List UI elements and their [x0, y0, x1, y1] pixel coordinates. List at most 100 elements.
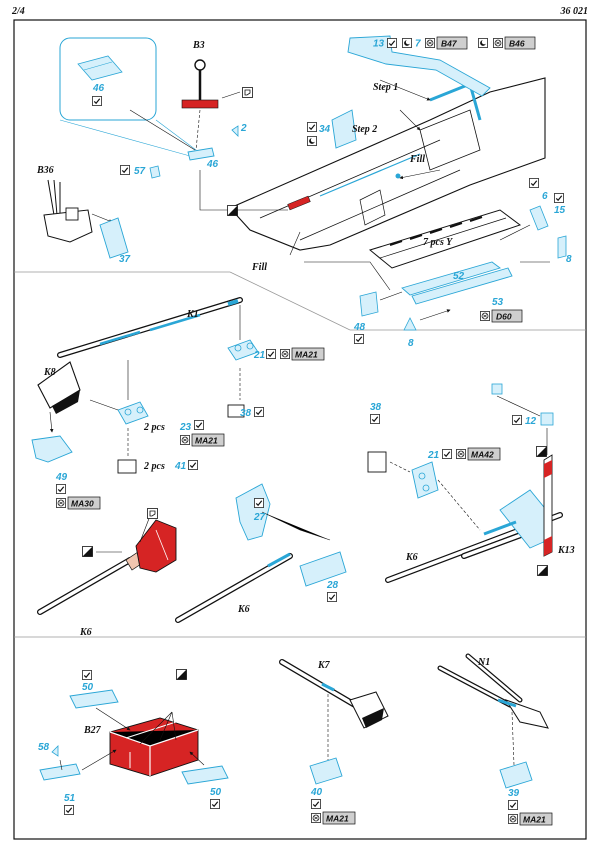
- pe-num-38a: 38: [240, 408, 252, 419]
- pe-num-49: 49: [55, 472, 68, 483]
- b27-box: [109, 717, 199, 777]
- check-bend-icon: [529, 178, 539, 188]
- half-moon-icon: [478, 38, 488, 48]
- pe-num-41: 41: [174, 461, 187, 472]
- k7-shovel: [279, 659, 389, 785]
- pe-part-39-shape: [499, 761, 533, 789]
- kit-part-b36: B36: [36, 165, 54, 176]
- kit-part-k7: K7: [317, 660, 331, 671]
- pe-part-37-shape: [99, 217, 129, 259]
- paint-symbol-icon: [147, 508, 158, 519]
- k13-pickaxe: [385, 454, 563, 583]
- pe-part-58-shape: [51, 745, 59, 757]
- k6-middle-shovel: [175, 483, 347, 623]
- pe-part-8a-shape: [557, 235, 567, 259]
- check-bend-icon: [188, 460, 198, 470]
- pe-num-27: 27: [253, 512, 266, 523]
- clamp-21-upper: [227, 339, 259, 361]
- pe-num-46b: 46: [206, 159, 219, 170]
- set-number: 36 021: [560, 6, 589, 17]
- remove-part-icon: [82, 546, 93, 557]
- pe-num-8a: 8: [566, 254, 572, 265]
- pe-part-12-shape: [540, 412, 554, 426]
- pe-num-50b: 50: [210, 787, 222, 798]
- b36-part: [43, 179, 129, 259]
- remove-part-icon: [227, 205, 238, 216]
- half-moon-icon: [402, 38, 412, 48]
- check-bend-icon: [82, 670, 92, 680]
- check-bend-icon: [254, 407, 264, 417]
- pe-num-50a: 50: [82, 682, 94, 693]
- check-bend-icon: [266, 349, 276, 359]
- check-bend-icon: [387, 38, 397, 48]
- remove-part-icon: [536, 446, 547, 457]
- pe-num-21b: 21: [427, 450, 440, 461]
- pe-num-7: 7: [415, 39, 421, 50]
- page-number: 2/4: [12, 6, 25, 17]
- check-bend-icon: [512, 415, 522, 425]
- pe-num-39: 39: [508, 788, 520, 799]
- paint-code-icon: [456, 449, 466, 459]
- block-38-lower: [367, 451, 387, 473]
- kit-part-k6b: K6: [237, 604, 250, 615]
- n1-bolt-cutters: [437, 653, 549, 789]
- pe-part-46-shape: [187, 147, 215, 161]
- paint-code-icon: [480, 311, 490, 321]
- paint-code-icon: [311, 813, 321, 823]
- pe-num-12: 12: [525, 416, 537, 427]
- text-labels: Step 1 Step 2 Fill Fill 7 pcs Y 2 pcs 2 …: [36, 39, 575, 805]
- check-bend-icon: [554, 193, 564, 203]
- paint-code-icon: [425, 38, 435, 48]
- pe-part-12-detail: [491, 383, 503, 395]
- fill-label-b: Fill: [251, 262, 267, 273]
- kit-part-k6a: K6: [79, 627, 92, 638]
- paint-code-icon: [280, 349, 290, 359]
- pe-part-49-shape: [31, 435, 73, 463]
- pe-part-50b-shape: [181, 765, 229, 785]
- check-bend-icon: [327, 592, 337, 602]
- pe-num-15: 15: [554, 205, 566, 216]
- pe-num-13: 13: [373, 39, 385, 50]
- clamp-23: [117, 401, 149, 425]
- block-41: [117, 459, 137, 474]
- check-bend-icon: [354, 334, 364, 344]
- remove-part-icon: [537, 565, 548, 576]
- pe-num-34: 34: [319, 124, 331, 135]
- pe-num-37: 37: [119, 254, 131, 265]
- check-bend-icon: [56, 484, 66, 494]
- b3-assembly: [181, 59, 241, 151]
- check-bend-icon: [92, 96, 102, 106]
- check-bend-icon: [508, 800, 518, 810]
- pe-num-21a: 21: [253, 350, 266, 361]
- top-leader-lines: [129, 79, 550, 321]
- kit-part-k8: K8: [43, 367, 56, 378]
- fill-label-a: Fill: [409, 154, 425, 165]
- pe-part-48-shape: [359, 291, 379, 317]
- check-bend-icon: [370, 414, 380, 424]
- pe-part-40-shape: [309, 757, 343, 785]
- pe-part-2-shape: [231, 125, 239, 137]
- block-38-upper: [227, 404, 245, 418]
- check-bend-icon: [210, 799, 220, 809]
- page-frame: [13, 19, 587, 840]
- kit-part-k6c: K6: [405, 552, 418, 563]
- kit-part-k13: K13: [557, 545, 575, 556]
- code-ma42: MA42: [471, 450, 494, 460]
- bottom-leader-lines: [59, 707, 205, 771]
- pe-num-6: 6: [542, 191, 548, 202]
- check-bend-icon: [254, 498, 264, 508]
- check-bend-icon: [120, 165, 130, 175]
- step-2-label: Step 2: [352, 124, 377, 135]
- code-b47: B47: [441, 39, 458, 49]
- step-1-label: Step 1: [373, 82, 398, 93]
- pe-num-46a: 46: [92, 83, 105, 94]
- paint-code-icon: [508, 814, 518, 824]
- kit-part-b3: B3: [192, 40, 205, 51]
- pe-part-6-shape: [529, 205, 549, 231]
- pe-num-48: 48: [353, 322, 366, 333]
- kit-part-n1: N1: [477, 657, 490, 668]
- check-bend-icon: [64, 805, 74, 815]
- two-pcs-label-b: 2 pcs: [143, 461, 165, 472]
